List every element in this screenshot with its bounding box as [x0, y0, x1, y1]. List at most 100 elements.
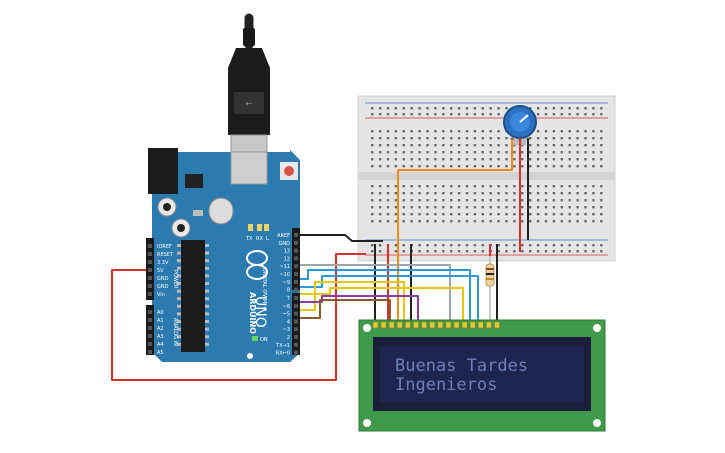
breadboard-hole[interactable]: [552, 158, 556, 161]
breadboard-hole[interactable]: [552, 130, 556, 133]
breadboard-hole[interactable]: [442, 244, 445, 247]
header-pin[interactable]: [294, 287, 298, 292]
breadboard-hole[interactable]: [465, 107, 469, 110]
breadboard-hole[interactable]: [434, 137, 437, 140]
breadboard-hole[interactable]: [450, 250, 453, 253]
breadboard-hole[interactable]: [426, 206, 429, 209]
breadboard-hole[interactable]: [457, 244, 461, 247]
breadboard-hole[interactable]: [418, 213, 421, 216]
breadboard-hole[interactable]: [505, 165, 508, 168]
breadboard-hole[interactable]: [465, 165, 469, 168]
breadboard-hole[interactable]: [584, 213, 587, 216]
breadboard-hole[interactable]: [584, 206, 587, 209]
breadboard-hole[interactable]: [426, 185, 429, 188]
breadboard-hole[interactable]: [378, 130, 382, 133]
breadboard-hole[interactable]: [529, 185, 532, 188]
breadboard-hole[interactable]: [536, 158, 540, 161]
breadboard-hole[interactable]: [371, 107, 374, 110]
breadboard-hole[interactable]: [465, 199, 469, 202]
breadboard-hole[interactable]: [442, 107, 445, 110]
breadboard-hole[interactable]: [434, 144, 437, 147]
header-pin[interactable]: [148, 292, 152, 296]
lcd-pin[interactable]: [469, 321, 476, 329]
breadboard-hole[interactable]: [386, 144, 390, 147]
breadboard-hole[interactable]: [450, 185, 453, 188]
breadboard-hole[interactable]: [481, 113, 484, 116]
lcd-pin[interactable]: [445, 321, 452, 329]
breadboard-hole[interactable]: [378, 199, 382, 202]
breadboard-hole[interactable]: [394, 144, 398, 147]
breadboard-hole[interactable]: [592, 199, 595, 202]
breadboard-hole[interactable]: [402, 213, 405, 216]
breadboard-hole[interactable]: [473, 192, 477, 195]
breadboard-hole[interactable]: [394, 250, 398, 253]
lcd-pin[interactable]: [380, 321, 387, 329]
breadboard-hole[interactable]: [481, 144, 484, 147]
breadboard-hole[interactable]: [536, 206, 540, 209]
breadboard-hole[interactable]: [584, 192, 587, 195]
breadboard-hole[interactable]: [394, 244, 398, 247]
breadboard-hole[interactable]: [584, 185, 587, 188]
breadboard-hole[interactable]: [489, 206, 492, 209]
breadboard-hole[interactable]: [457, 113, 461, 116]
breadboard-hole[interactable]: [378, 107, 382, 110]
breadboard-hole[interactable]: [513, 250, 516, 253]
breadboard-hole[interactable]: [371, 113, 374, 116]
breadboard-hole[interactable]: [544, 185, 548, 188]
breadboard-hole[interactable]: [497, 213, 500, 216]
breadboard-hole[interactable]: [386, 199, 390, 202]
breadboard-hole[interactable]: [426, 144, 429, 147]
breadboard-hole[interactable]: [378, 165, 382, 168]
breadboard-hole[interactable]: [465, 220, 469, 223]
breadboard-hole[interactable]: [600, 151, 603, 154]
breadboard-hole[interactable]: [371, 206, 374, 209]
breadboard-hole[interactable]: [560, 151, 563, 154]
breadboard-hole[interactable]: [497, 244, 500, 247]
breadboard-hole[interactable]: [442, 220, 445, 223]
breadboard-hole[interactable]: [584, 130, 587, 133]
breadboard-hole[interactable]: [402, 220, 405, 223]
breadboard-hole[interactable]: [536, 151, 540, 154]
breadboard-hole[interactable]: [568, 151, 571, 154]
breadboard-hole[interactable]: [552, 144, 556, 147]
breadboard-hole[interactable]: [497, 165, 500, 168]
breadboard-hole[interactable]: [434, 220, 437, 223]
breadboard-hole[interactable]: [521, 220, 524, 223]
breadboard-hole[interactable]: [513, 220, 516, 223]
breadboard-hole[interactable]: [568, 144, 571, 147]
breadboard-hole[interactable]: [592, 185, 595, 188]
breadboard-hole[interactable]: [442, 199, 445, 202]
breadboard-hole[interactable]: [465, 213, 469, 216]
breadboard-hole[interactable]: [584, 151, 587, 154]
breadboard-hole[interactable]: [536, 213, 540, 216]
breadboard-hole[interactable]: [386, 130, 390, 133]
breadboard-hole[interactable]: [394, 158, 398, 161]
breadboard-hole[interactable]: [442, 113, 445, 116]
breadboard-hole[interactable]: [450, 113, 453, 116]
breadboard-hole[interactable]: [450, 206, 453, 209]
breadboard-hole[interactable]: [505, 137, 508, 140]
breadboard-hole[interactable]: [481, 158, 484, 161]
breadboard-hole[interactable]: [457, 213, 461, 216]
lcd-pin[interactable]: [486, 321, 492, 329]
breadboard-hole[interactable]: [418, 244, 421, 247]
breadboard-hole[interactable]: [584, 137, 587, 140]
breadboard-hole[interactable]: [418, 107, 421, 110]
breadboard-hole[interactable]: [489, 213, 492, 216]
breadboard-hole[interactable]: [457, 199, 461, 202]
breadboard-hole[interactable]: [442, 137, 445, 140]
breadboard-hole[interactable]: [418, 199, 421, 202]
breadboard-hole[interactable]: [529, 137, 532, 140]
breadboard-hole[interactable]: [410, 213, 413, 216]
breadboard-hole[interactable]: [418, 130, 421, 133]
breadboard-hole[interactable]: [371, 199, 374, 202]
breadboard-hole[interactable]: [505, 220, 508, 223]
breadboard-hole[interactable]: [410, 151, 413, 154]
breadboard-hole[interactable]: [402, 137, 405, 140]
breadboard-hole[interactable]: [560, 185, 563, 188]
header-pin[interactable]: [148, 350, 152, 354]
breadboard-hole[interactable]: [394, 137, 398, 140]
breadboard-hole[interactable]: [600, 213, 603, 216]
breadboard-hole[interactable]: [600, 144, 603, 147]
breadboard-hole[interactable]: [544, 158, 548, 161]
